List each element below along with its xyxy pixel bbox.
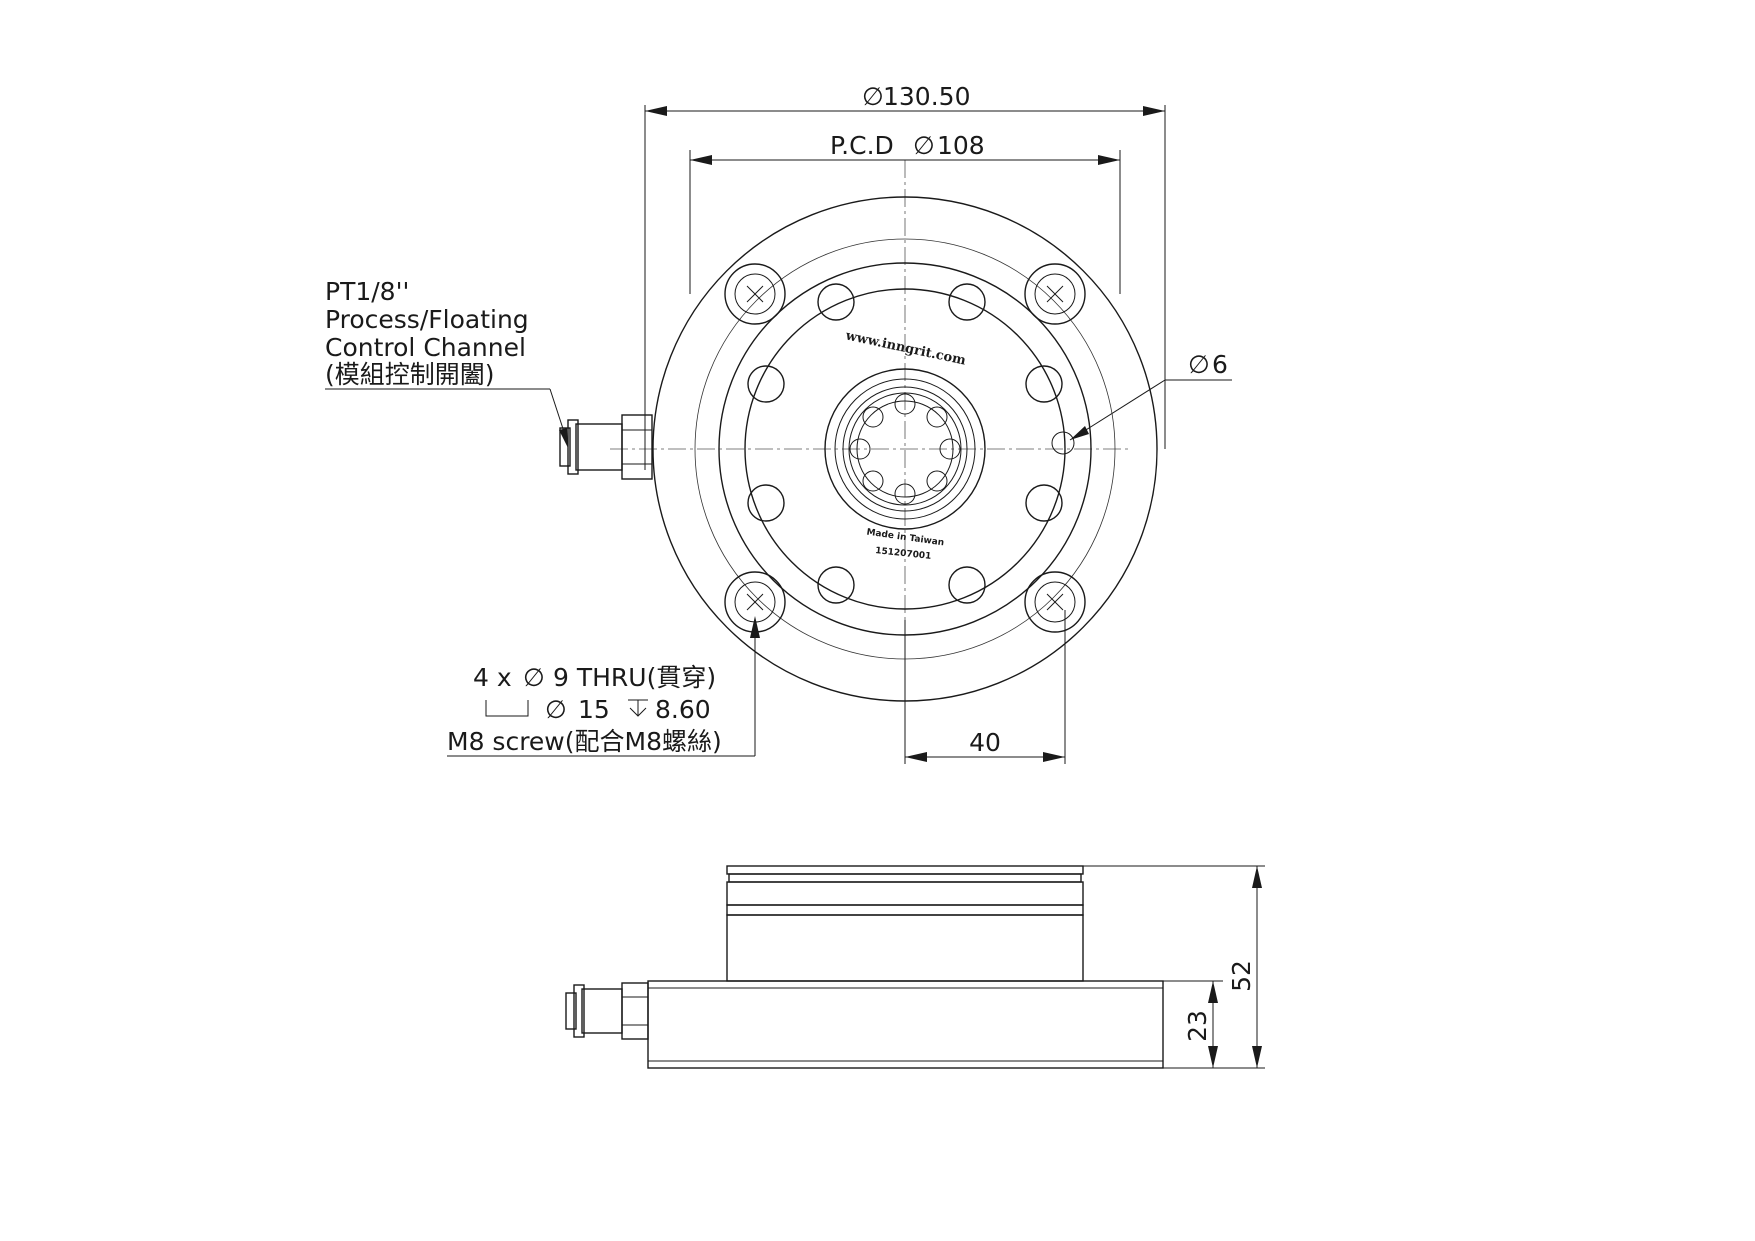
dim-dowel-symbol: ∅	[1188, 350, 1210, 379]
depth-icon	[628, 699, 648, 717]
port-callout-line3: Control Channel	[325, 333, 526, 362]
pneumatic-fitting-side	[565, 982, 649, 1040]
port-callout: PT1/8'' Process/Floating Control Channel…	[325, 277, 569, 448]
pneumatic-fitting-top	[559, 414, 653, 480]
port-callout-line2: Process/Floating	[325, 305, 529, 334]
dim-height-total: 52	[1083, 865, 1265, 1069]
mounting-hole-bottom-right	[1024, 571, 1086, 633]
hub-circle	[744, 288, 1066, 610]
center-bore-outer	[824, 368, 986, 530]
top-cap-band-2	[726, 904, 1084, 916]
center-bore-ring-2	[842, 386, 968, 512]
base-flange	[647, 980, 1164, 1069]
mounting-hole-top-left	[724, 263, 786, 325]
dim-offset-40: 40	[904, 610, 1066, 764]
dim-pcd: P.C.D ∅ 108	[689, 131, 1121, 294]
side-view: 52 23	[565, 865, 1265, 1069]
hole-callout: 4 x ∅ 9 THRU(貫穿) ∅ 15 8.60 M8 screw(配合M8…	[447, 616, 760, 757]
inner-bolt-holes	[747, 283, 1063, 604]
dim-pcd-label: P.C.D	[830, 131, 894, 160]
dim-pcd-value: 108	[937, 131, 985, 160]
top-cap-groove	[728, 873, 1082, 883]
hole-callout-line1: 9 THRU(貫穿)	[553, 663, 716, 692]
dim-dowel-hole: ∅ 6	[1069, 350, 1232, 441]
center-bore-ring-1	[834, 378, 976, 520]
dim-height-base: 23	[1163, 980, 1223, 1068]
hole-callout-dia-symbol: ∅	[523, 663, 545, 692]
dim-pcd-symbol: ∅	[913, 131, 935, 160]
hole-callout-line3: M8 screw(配合M8螺絲)	[447, 727, 722, 756]
dim-height-total-value: 52	[1227, 960, 1256, 992]
engraving-serial: 151207001	[875, 546, 932, 562]
dim-outer-diameter: ∅ 130.50	[644, 82, 1166, 449]
center-bore-ring-4	[856, 400, 954, 498]
bore-spline-lobes	[849, 393, 961, 505]
dim-dowel-value: 6	[1212, 350, 1228, 379]
top-cap-band	[726, 881, 1084, 906]
dim-offset-value: 40	[969, 728, 1001, 757]
center-bore-ring-3	[848, 392, 962, 506]
mounting-hole-top-right	[1024, 263, 1086, 325]
dowel-hole	[1051, 431, 1075, 455]
port-callout-line1: PT1/8''	[325, 277, 409, 306]
top-cap-rim	[726, 865, 1084, 875]
counterbore-icon	[485, 700, 529, 717]
dim-outer-diameter-symbol: ∅	[862, 82, 884, 111]
dim-height-base-value: 23	[1183, 1010, 1212, 1042]
upper-body	[726, 914, 1084, 982]
hole-callout-depth: 8.60	[655, 695, 711, 724]
port-callout-line4: (模組控制開闔)	[325, 360, 495, 389]
mounting-holes	[724, 263, 1086, 633]
hole-callout-cb-dia-symbol: ∅	[545, 695, 567, 724]
hole-callout-cb-dia: 15	[578, 695, 610, 724]
dim-outer-diameter-value: 130.50	[883, 82, 970, 111]
hole-callout-prefix: 4 x	[473, 663, 512, 692]
